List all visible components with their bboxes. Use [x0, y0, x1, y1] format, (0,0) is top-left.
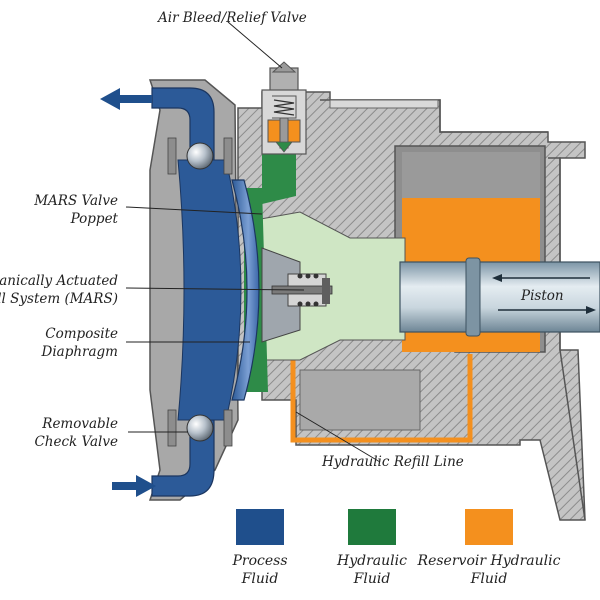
label-diaphragm-line1: Composite: [45, 326, 118, 342]
label-piston: Piston: [520, 288, 564, 304]
legend-label-process-line1: Process: [231, 553, 287, 569]
inlet-flow-arrow: [112, 475, 156, 497]
legend-swatch-reservoir: [465, 509, 513, 545]
legend-label-hydraulic-line2: Fluid: [353, 571, 391, 587]
legend-label-process-line2: Fluid: [241, 571, 279, 587]
label-hydraulic-refill-line: Hydraulic Refill Line: [321, 454, 464, 470]
legend-swatch-hydraulic: [348, 509, 396, 545]
outlet-flow-arrow: [100, 88, 152, 110]
label-mars-system-line1: hanically Actuated: [0, 273, 118, 289]
process-head: [148, 79, 242, 501]
check-ball-top: [186, 142, 214, 170]
legend-label-hydraulic-line1: Hydraulic: [336, 553, 407, 569]
label-mars-system-line2: ll System (MARS): [0, 291, 118, 307]
leader-lines: [125, 21, 381, 463]
composite-diaphragm: [231, 179, 260, 401]
label-mars-valve-line2: Poppet: [70, 211, 119, 227]
label-check-valve-line2: Check Valve: [34, 434, 118, 450]
hydraulic-refill-line: [290, 305, 473, 443]
legend-swatch-process: [236, 509, 284, 545]
label-check-valve-line1: Removable: [41, 416, 118, 432]
check-ball-bottom: [186, 414, 214, 442]
air-bleed-relief-valve: [261, 61, 307, 155]
label-diaphragm-line2: Diaphragm: [41, 344, 118, 360]
legend-label-reservoir-line1: Reservoir Hydraulic: [417, 553, 561, 569]
legend: Process Fluid Hydraulic Fluid Reservoir …: [231, 509, 561, 587]
piston: Piston: [399, 257, 600, 337]
label-air-bleed-valve: Air Bleed/Relief Valve: [156, 10, 307, 26]
callout-labels: Air Bleed/Relief Valve MARS Valve Poppet…: [0, 10, 464, 470]
label-mars-valve-line1: MARS Valve: [33, 193, 118, 209]
legend-label-reservoir-line2: Fluid: [470, 571, 508, 587]
